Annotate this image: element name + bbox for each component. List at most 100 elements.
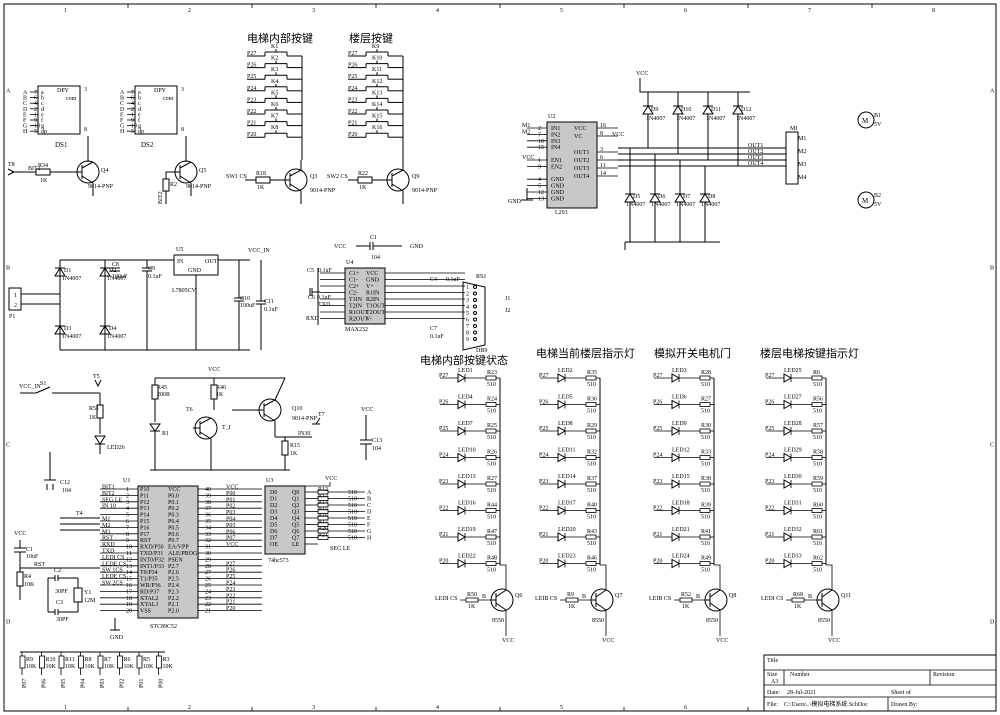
pullup-value: 10K — [104, 664, 115, 670]
svg-text:104: 104 — [371, 255, 380, 261]
max232-pin: R2IN — [366, 297, 380, 303]
key-port: P24 — [247, 86, 256, 92]
svg-text:9014-PNP: 9014-PNP — [88, 184, 114, 190]
vcc-label: VCC — [636, 71, 648, 77]
svg-text:C9: C9 — [148, 266, 155, 272]
db9-pin-num: 3 — [466, 298, 469, 304]
led-resistor-value: 510 — [587, 409, 596, 415]
pullup-value: 10K — [124, 664, 135, 670]
mcu-net: RST — [102, 536, 113, 542]
svg-text:U4: U4 — [346, 260, 353, 266]
display-seg-name: b — [138, 96, 141, 102]
display-seg-name: d — [138, 107, 141, 113]
led-resistor: R37 — [587, 476, 597, 482]
svg-text:Size: Size — [767, 672, 778, 678]
led-resistor-value: 510 — [813, 568, 822, 574]
mcu-net: M3 — [102, 529, 110, 535]
led-port: P20 — [765, 559, 774, 565]
svg-text:RS1: RS1 — [476, 274, 486, 280]
led-resistor: R24 — [487, 397, 497, 403]
svg-text:R34: R34 — [38, 163, 48, 169]
svg-text:R22: R22 — [358, 171, 368, 177]
svg-text:T6: T6 — [186, 407, 193, 413]
svg-text:DPY: DPY — [57, 88, 70, 94]
led-resistor-value: 510 — [701, 515, 710, 521]
mcu-pin-name: T1/P35 — [140, 577, 158, 583]
mcu-net: P23 — [226, 587, 235, 593]
mcu-pin-num: 22 — [205, 602, 211, 608]
led-port: P27 — [439, 373, 448, 379]
display-seg-name: c — [41, 101, 44, 107]
svg-text:IN: IN — [177, 259, 184, 265]
led-port: P24 — [539, 453, 548, 459]
svg-text:VCC_IN: VCC_IN — [19, 384, 41, 390]
svg-text:OUT: OUT — [205, 259, 218, 265]
title-door-motor: 模拟开关电机门 — [654, 346, 731, 360]
l293-pin-num: 4 — [538, 177, 541, 183]
led-port: P24 — [765, 453, 774, 459]
svg-text:12M: 12M — [84, 598, 96, 604]
pullup-label: R8 — [85, 657, 92, 663]
key-label: K13 — [372, 90, 382, 96]
display-seg-name: a — [138, 90, 141, 96]
svg-text:74hc573: 74hc573 — [268, 558, 289, 564]
led-label: LED21 — [672, 527, 690, 533]
svg-text:SW2 CS: SW2 CS — [327, 174, 348, 180]
db9-pin-num: 9 — [466, 337, 469, 343]
led-resistor: R41 — [701, 529, 711, 535]
led-resistor-value: 510 — [813, 462, 822, 468]
mcu-pin-num: 35 — [205, 519, 211, 525]
led-resistor: R43 — [587, 529, 597, 535]
key-label: K11 — [372, 67, 382, 73]
led-resistor: R39 — [701, 503, 711, 509]
base-resistor-value: 1K — [568, 604, 576, 610]
diode-type: 1N4007 — [676, 202, 695, 208]
svg-text:B2: B2 — [874, 193, 881, 199]
key-port: P27 — [247, 51, 256, 57]
led-port: P21 — [653, 532, 662, 538]
svg-text:9014-PNP: 9014-PNP — [412, 188, 438, 194]
border-row-label: D — [990, 620, 995, 626]
mcu-pin-num: 2 — [126, 493, 129, 499]
segment-net: H — [367, 536, 372, 542]
led-resistor: R28 — [701, 370, 711, 376]
svg-text:U3: U3 — [266, 478, 273, 484]
svg-text:1K: 1K — [290, 451, 298, 457]
latch-pin: D0 — [270, 490, 277, 496]
mcu-pin-name: P2.1 — [168, 602, 179, 608]
transistor-label: Q11 — [841, 593, 851, 599]
mcu-net: SW 1CS — [102, 568, 123, 574]
l293-net: M2 — [522, 129, 530, 135]
display-pin-letter: G — [23, 124, 28, 130]
latch-pin: Q3 — [292, 510, 299, 516]
transistor-type: 8550 — [706, 618, 718, 624]
bridge-diode-label: D3 — [64, 326, 71, 332]
border-row-label: B — [6, 266, 10, 272]
mcu-pin-num: 7 — [126, 525, 129, 531]
led-resistor: R57 — [813, 423, 823, 429]
segment-net: C — [367, 503, 371, 509]
svg-text:VCC: VCC — [612, 132, 624, 138]
display-pin-letter: B — [23, 96, 27, 102]
svg-text:2: 2 — [14, 303, 17, 309]
mcu-pin-name: INT0/P32 — [140, 557, 164, 563]
svg-text:R15: R15 — [290, 443, 300, 449]
svg-text:5V: 5V — [874, 202, 882, 208]
border-row-label: A — [990, 89, 995, 95]
led-label: LED7 — [458, 421, 473, 427]
led-resistor: R23 — [487, 370, 497, 376]
mcu-pin-num: 11 — [126, 551, 132, 557]
led-resistor: R58 — [813, 450, 823, 456]
mcu-net: VCC — [226, 485, 238, 491]
display-pin-letter: H — [120, 129, 125, 135]
mcu-pin-num: 29 — [205, 557, 211, 563]
l293-pin-name: IN4 — [551, 145, 560, 151]
reset-crystal-circuit: VCC C1 10uF RST R4 10K C2 30PF C3 30PF Y… — [14, 531, 100, 623]
led-resistor-value: 510 — [487, 409, 496, 415]
out-label: OUT1 — [748, 143, 763, 149]
mcu-pin-name: INT1/P33 — [140, 564, 164, 570]
max232-pin: T1OUT — [366, 304, 385, 310]
